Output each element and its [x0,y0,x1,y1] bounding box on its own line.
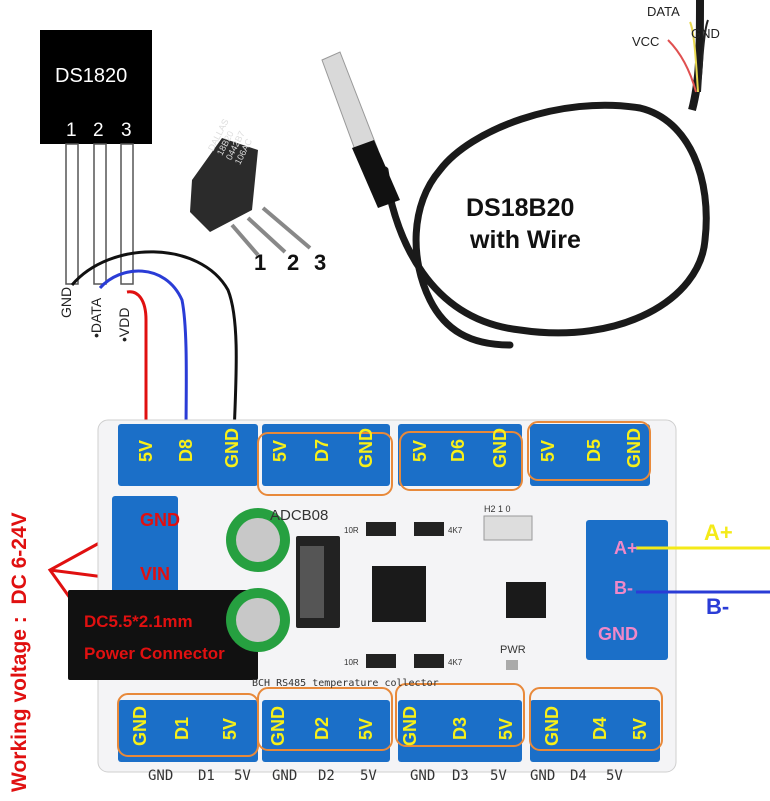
pwr-led [506,660,518,670]
bottom-silk-label: 5V [234,768,251,784]
resistor-label-4: 4K7 [448,658,463,667]
bottom-silk-label: GND [148,768,174,784]
rs485-line-label-a: A+ [704,520,733,545]
bottom-terminal-label: 5V [220,717,240,740]
bottom-silk-label: 5V [490,768,507,784]
top-terminal-label: D7 [312,438,332,462]
to92-pin-3: 3 [314,250,327,275]
jumper-header [483,515,533,541]
bottom-silk-label: D3 [452,768,469,784]
bottom-terminal-label: GND [400,706,420,746]
bottom-terminal-label: GND [268,706,288,746]
rs485-label-a: A+ [614,538,638,558]
bottom-terminal-label: D1 [172,716,192,740]
ds1820-pin-label-data: •DATA [88,297,104,338]
ds1820-pin-label-vdd: •VDD [116,307,132,342]
top-orange-boxes [257,421,651,496]
power-gnd-label: GND [140,510,180,530]
power-connector-label-1: DC5.5*2.1mm [84,612,193,631]
bottom-orange-boxes [117,683,663,757]
top-terminal-label: 5V [538,439,558,462]
bottom-terminal-label: 5V [356,717,376,740]
ds1820-pin-2: 2 [93,120,104,141]
probe-wire-label-vcc: VCC [632,34,660,49]
sensor-wires [70,250,238,436]
to92-pin-2: 2 [287,250,300,275]
bottom-terminal-blocks [118,700,660,762]
bottom-terminal-label: D3 [450,716,470,740]
rs485-label-gnd: GND [598,624,638,644]
ds1820-title: DS1820 [55,65,128,87]
mcu-chip [372,566,426,622]
ds1820-pin-label-gnd: GND [58,286,74,318]
dc-jack [68,590,258,680]
resistor-label-3: 10R [344,658,359,667]
top-terminal-label: D6 [448,438,468,462]
board-pwr-label: PWR [500,644,526,656]
ds1820-pin-3: 3 [121,120,132,141]
bottom-terminal-label: D4 [590,716,610,740]
bottom-terminal-label: GND [542,706,562,746]
probe-wire-label-gnd: GND [691,26,720,41]
ds1820-symbol [40,30,152,144]
rs485-line-label-b: B- [706,594,730,619]
probe-caption-line2: with Wire [470,226,581,254]
rs485-terminal [586,520,668,660]
top-terminal-label: GND [624,428,644,468]
probe-wire-label-data: DATA [647,4,680,19]
bottom-silk-label: GND [272,768,298,784]
top-terminal-label: 5V [270,439,290,462]
bottom-silk-label: D2 [318,768,335,784]
bottom-silk-label: D1 [198,768,215,784]
ds1820-pin-1: 1 [66,120,77,141]
top-terminal-label: 5V [136,439,156,462]
bottom-silk-label: GND [530,768,556,784]
top-terminal-blocks [118,424,650,486]
resistor-label-2: 4K7 [448,526,463,535]
resistor-arrays [366,522,444,668]
resistor-label-1: 10R [344,526,359,535]
bottom-silk-label: 5V [360,768,377,784]
top-terminal-label: GND [356,428,376,468]
top-terminal-label: D5 [584,438,604,462]
board-model: ADCB08 [270,507,329,524]
power-connector-label-2: Power Connector [84,644,225,663]
top-terminal-label: GND [222,428,242,468]
working-voltage-label: Working voltage : DC 6-24V [8,512,31,792]
board-jumper-label: H2 1 0 [484,504,511,514]
power-vin-label: VIN [140,564,171,584]
bottom-terminal-label: D2 [312,716,332,740]
capacitors [226,508,290,652]
probe-caption-line1: DS18B20 [466,194,575,222]
board-silk-note: BCH RS485 temperature collector [252,678,439,689]
rs485-lines [636,546,770,594]
to92-package [190,138,312,257]
rs485-chip [506,582,546,618]
power-terminal [112,496,178,600]
bottom-terminal-label: GND [130,706,150,746]
ds1820-legs [65,143,134,285]
probe-wires [667,19,709,93]
bottom-terminal-label: 5V [496,717,516,740]
bottom-silk-label: D4 [570,768,587,784]
probe-tube [321,51,400,208]
bottom-silk-label: 5V [606,768,623,784]
rs485-label-b: B- [614,578,633,598]
top-terminal-label: 5V [410,439,430,462]
bottom-silk-label: GND [410,768,436,784]
top-terminal-label: D8 [176,438,196,462]
bottom-terminal-label: 5V [630,717,650,740]
probe-cable [381,0,710,349]
top-terminal-label: GND [490,428,510,468]
to92-pin-1: 1 [254,250,267,275]
